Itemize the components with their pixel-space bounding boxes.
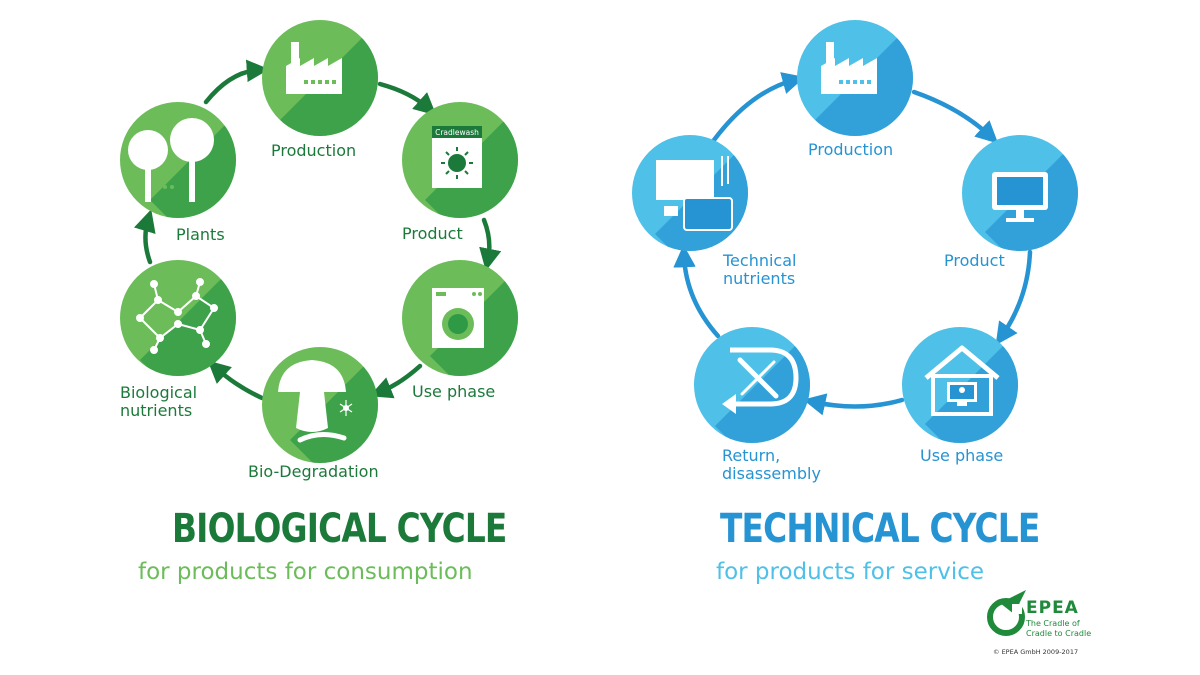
tech-arrows	[673, 72, 1033, 416]
tech-label-technical-nutrients: Technical nutrients	[723, 251, 797, 288]
tech-arrow-use-return	[803, 393, 905, 416]
tech-node-technical-nutrients	[632, 135, 748, 251]
bio-node-bio-degradation	[262, 347, 378, 463]
tech-node-product	[962, 135, 1078, 251]
mushroom-icon	[278, 360, 353, 443]
tech-cycle-subtitle: for products for service	[716, 559, 985, 585]
bio-cycle-title: BIOLOGICAL CYCLE	[172, 506, 507, 552]
bio-node-plants	[120, 102, 236, 218]
house-monitor-icon	[924, 345, 1000, 416]
epea-copyright: © EPEA GmbH 2009-2017	[993, 648, 1079, 656]
factory-icon	[821, 42, 877, 94]
bio-label-product: Product	[402, 224, 463, 243]
tech-arrow-return-nutrients	[673, 244, 721, 339]
bio-arrow-use-degradation	[369, 363, 423, 399]
bio-label-biological-nutrients: Biological nutrients	[120, 383, 198, 420]
tech-arrow-product-use	[995, 249, 1033, 346]
bio-node-use-phase	[402, 260, 518, 376]
factory-icon	[286, 42, 342, 94]
epea-logo-name: EPEA	[1026, 598, 1079, 618]
tech-cycle-title: TECHNICAL CYCLE	[720, 506, 1040, 552]
bio-arrow-product-use	[479, 217, 502, 272]
tech-node-production	[797, 20, 913, 136]
bio-arrow-nutrients-plants	[133, 209, 156, 265]
tech-label-production: Production	[808, 140, 894, 159]
bio-label-use-phase: Use phase	[412, 382, 496, 401]
cradlewash-text: Cradlewash	[435, 128, 479, 137]
tech-arrow-nutrients-production	[711, 72, 805, 143]
tech-arrow-production-product	[911, 89, 999, 144]
tech-node-use-phase	[902, 327, 1018, 443]
bio-arrow-production-product	[377, 81, 437, 116]
bio-arrows	[133, 59, 502, 401]
trees-icon	[128, 118, 214, 202]
molecule-icon	[136, 278, 218, 354]
bio-node-biological-nutrients	[120, 260, 236, 376]
tech-label-product: Product	[944, 251, 1005, 270]
epea-logo-tagline-2: Cradle to Cradle	[1026, 629, 1092, 638]
cradlewash-box-icon: Cradlewash	[432, 126, 482, 188]
bio-node-product: Cradlewash	[402, 102, 518, 218]
bio-label-bio-degradation: Bio-Degradation	[248, 462, 379, 481]
bio-arrow-plants-production	[203, 59, 270, 105]
bio-label-plants: Plants	[176, 225, 225, 244]
monitor-icon	[992, 172, 1048, 222]
tech-node-return-disassembly	[694, 327, 810, 443]
tech-label-return-disassembly: Return, disassembly	[722, 446, 821, 483]
epea-logo-tagline-1: The Cradle of	[1026, 619, 1080, 628]
bio-cycle-subtitle: for products for consumption	[138, 559, 473, 585]
bio-arrow-degradation-nutrients	[207, 360, 265, 401]
epea-logo-mark	[987, 590, 1026, 636]
components-icon	[656, 156, 733, 231]
bio-label-production: Production	[271, 141, 357, 160]
tools-return-icon	[722, 347, 799, 414]
tech-label-use-phase: Use phase	[920, 446, 1004, 465]
bio-node-production	[262, 20, 378, 136]
washing-machine-icon	[432, 288, 484, 348]
